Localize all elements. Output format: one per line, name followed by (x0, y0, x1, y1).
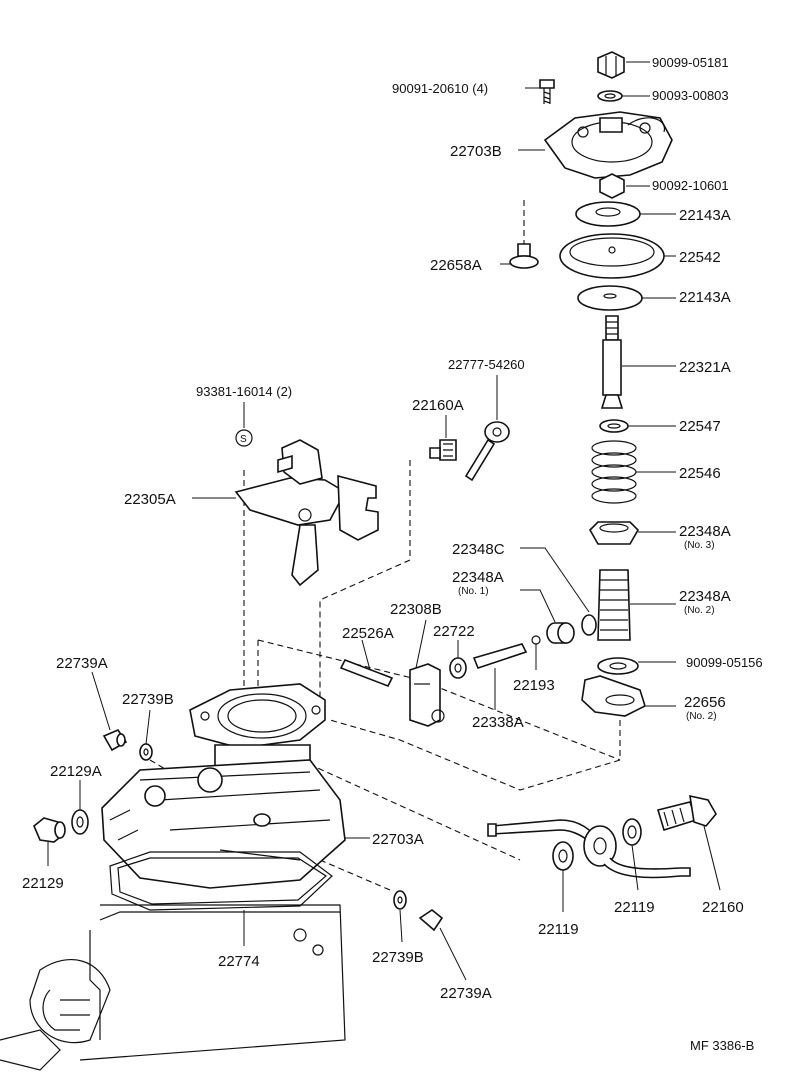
label-22305a: 22305A (124, 491, 176, 508)
plate-22143a-bottom (577, 285, 643, 311)
spring-22546 (591, 440, 637, 504)
label-22656: 22656 (684, 694, 726, 711)
s-marker: S (235, 429, 253, 447)
label-22542: 22542 (679, 249, 721, 266)
label-22774: 22774 (218, 953, 260, 970)
bracket-22656 (581, 675, 646, 717)
collar-22348a-no1 (546, 622, 575, 644)
nut-90092 (599, 173, 625, 199)
washer-22129a (71, 809, 89, 835)
fitting-22739a-bottom (418, 909, 444, 932)
label-22348a-no1-sub: (No. 1) (458, 586, 489, 597)
boot-22348a-no2 (597, 569, 631, 641)
plug-22129 (33, 817, 66, 843)
cover-screw (539, 79, 555, 104)
label-90099-05181: 90099-05181 (652, 55, 729, 70)
washer-90099-05156 (597, 657, 639, 675)
label-22739a-bottom: 22739A (440, 985, 492, 1002)
label-90099-05156: 90099-05156 (686, 655, 763, 670)
label-90093-00803: 90093-00803 (652, 88, 729, 103)
label-22526a: 22526A (342, 625, 394, 642)
label-22722: 22722 (433, 623, 475, 640)
label-22739b-top: 22739B (122, 691, 174, 708)
label-22193: 22193 (513, 677, 555, 694)
label-22546: 22546 (679, 465, 721, 482)
label-22129: 22129 (22, 875, 64, 892)
label-22338a: 22338A (472, 714, 524, 731)
washer-small-top (597, 90, 623, 102)
rod-22321a (600, 315, 624, 409)
label-22348c: 22348C (452, 541, 505, 558)
pin-22526a (339, 658, 394, 688)
label-90092-10601: 90092-10601 (652, 178, 729, 193)
label-90091-20610: 90091-20610 (4) (392, 81, 488, 96)
drawing-code: MF 3386-B (690, 1038, 754, 1053)
bolt-22160 (656, 794, 717, 832)
screw-22658a (509, 243, 539, 269)
leader-lines (47, 61, 721, 981)
label-22119-right: 22119 (614, 899, 655, 916)
seat-22348c (581, 614, 597, 636)
diaphragm-22542 (559, 233, 665, 279)
label-22143a-top: 22143A (679, 207, 731, 224)
label-22160: 22160 (702, 899, 744, 916)
label-22143a-bottom: 22143A (679, 289, 731, 306)
fitting-22739a-top (102, 729, 128, 752)
label-22348a-no1: 22348A (452, 569, 504, 586)
label-22348a-no3: 22348A (679, 523, 731, 540)
fuel-pipe (487, 819, 691, 879)
label-22777-54260: 22777-54260 (448, 357, 525, 372)
clip-22193 (531, 635, 541, 645)
label-22348a-no2: 22348A (679, 588, 731, 605)
gasket-22119-left (552, 841, 574, 871)
label-22739b-bottom: 22739B (372, 949, 424, 966)
label-22739a-top: 22739A (56, 655, 108, 672)
s-marker-label: S (240, 434, 247, 445)
bolt-22160a (429, 439, 457, 461)
label-22348a-no2-sub: (No. 2) (684, 605, 715, 616)
label-22658a: 22658A (430, 257, 482, 274)
flange-housing (189, 683, 326, 781)
spring-seat-22348a-no3 (589, 521, 639, 545)
gasket-22774 (109, 851, 333, 911)
label-22656-sub: (No. 2) (686, 711, 717, 722)
label-22119-left: 22119 (538, 921, 579, 938)
label-22703a: 22703A (372, 831, 424, 848)
washer-22739b-bottom (393, 890, 407, 910)
pump-housing (0, 904, 346, 1071)
block-22308b (409, 663, 445, 727)
banjo-22777 (464, 421, 510, 482)
label-93381-16014: 93381-16014 (2) (196, 384, 292, 399)
body-22703a (101, 759, 346, 889)
cap-nut (597, 51, 625, 79)
label-22160a: 22160A (412, 397, 464, 414)
rod-22338a (472, 643, 528, 669)
lever-22305a (234, 439, 379, 587)
washer-22739b-top (139, 743, 153, 761)
part-labels: 90099-05181 90091-20610 (4) 90093-00803 … (22, 55, 763, 1053)
washer-22547 (599, 419, 629, 433)
plate-22143a-top (575, 201, 641, 227)
label-22308b: 22308B (390, 601, 442, 618)
label-22321a: 22321A (679, 359, 731, 376)
nut-22722 (449, 657, 467, 679)
label-22703b: 22703B (450, 143, 502, 160)
gasket-22119-right (622, 818, 642, 846)
label-22129a: 22129A (50, 763, 102, 780)
upper-cover-22703b (543, 111, 673, 179)
label-22547: 22547 (679, 418, 721, 435)
label-22348a-no3-sub: (No. 3) (684, 540, 715, 551)
